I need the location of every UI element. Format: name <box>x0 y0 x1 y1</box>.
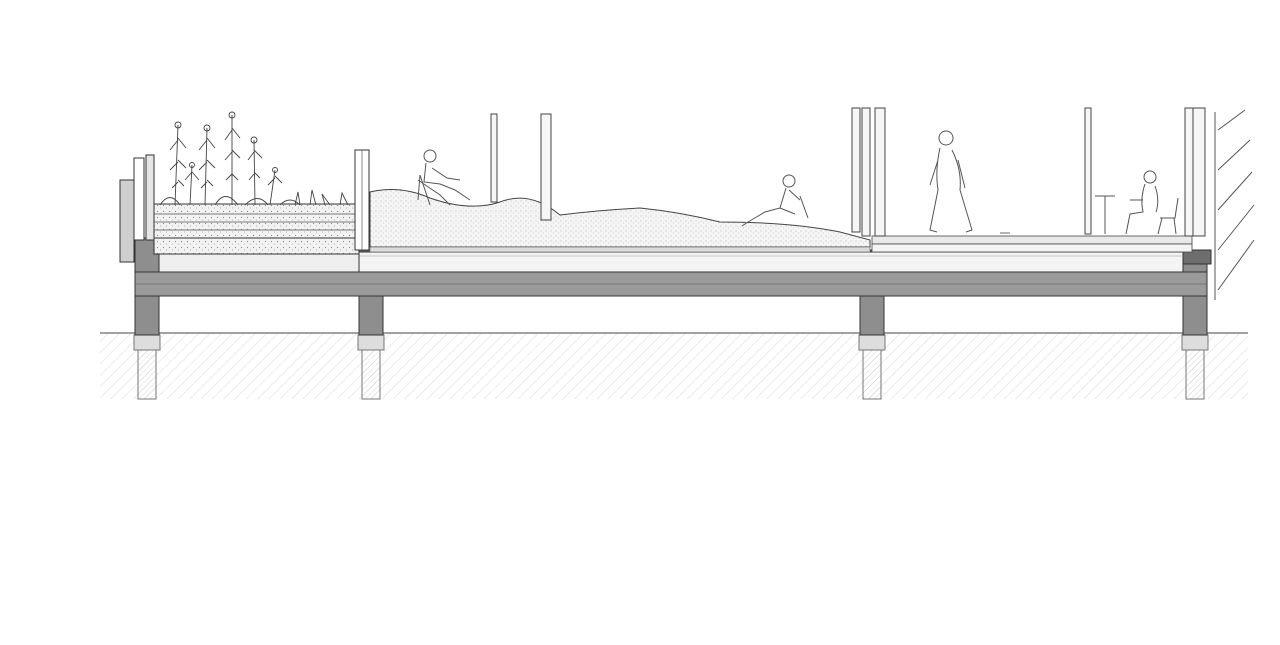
seated-person-at-table-figure <box>1095 170 1179 235</box>
planted-vegetation <box>159 111 349 206</box>
sitting-person-figure <box>417 149 471 206</box>
foundation-piles <box>133 334 1209 400</box>
planter-box <box>119 149 370 273</box>
walking-person-figure <box>929 130 973 233</box>
reclining-person-figure <box>741 174 809 227</box>
facade-louvres <box>1214 109 1255 300</box>
ground-section <box>100 332 1248 399</box>
interior-floor-slab <box>871 232 1193 253</box>
glazing-frames <box>490 107 1206 237</box>
floor-beam <box>134 251 1208 297</box>
sand-dune-landscape <box>369 189 871 253</box>
